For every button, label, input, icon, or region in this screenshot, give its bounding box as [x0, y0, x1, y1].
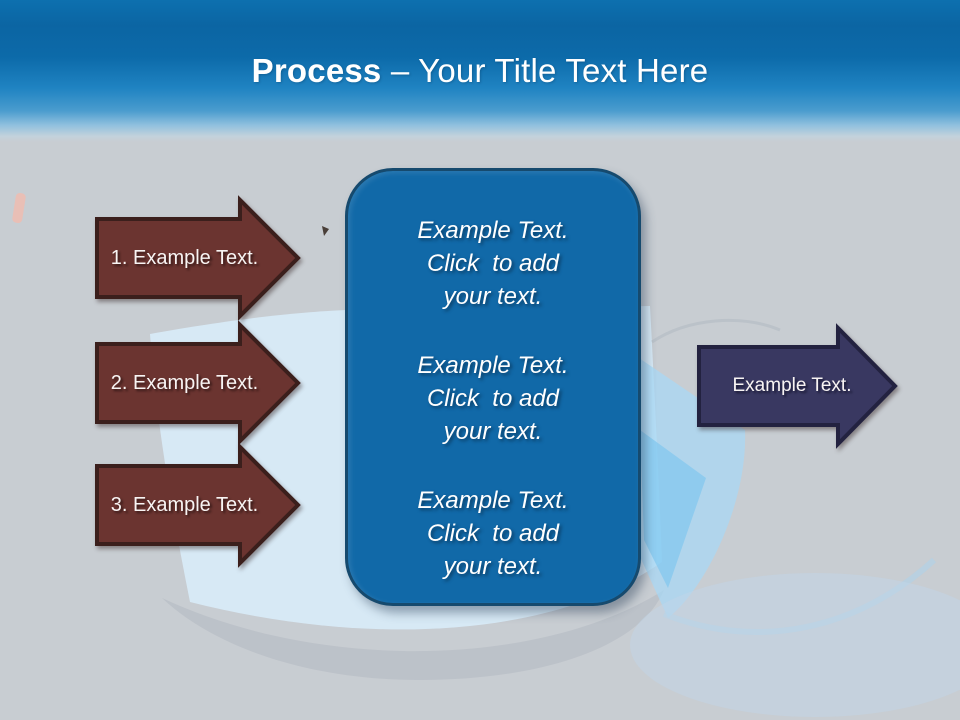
screen-glow-bright [640, 430, 706, 588]
title-rest: – Your Title Text Here [390, 52, 709, 89]
text-line: Click to add [426, 250, 560, 277]
text-line: Example Text. [417, 487, 569, 514]
arrow-1-shape [95, 195, 301, 321]
output-arrow[interactable]: Example Text. [697, 323, 898, 449]
title-bar: Process – Your Title Text Here [0, 0, 960, 142]
text-line: Click to add [426, 520, 560, 547]
text-line: Example Text. [417, 217, 569, 244]
text-block-1: Example Text. Click to add your text. [348, 214, 638, 313]
speck [322, 226, 329, 236]
slide-title[interactable]: Process – Your Title Text Here [0, 52, 960, 90]
process-arrow-2-label: 2. Example Text. [110, 371, 259, 394]
text-line: your text. [443, 418, 543, 445]
process-arrow-1[interactable]: 1. Example Text. [95, 195, 301, 321]
pink-artifact [12, 192, 26, 224]
content-box-text: Example Text. Click to add your text. Ex… [348, 171, 638, 583]
process-arrow-3[interactable]: 3. Example Text. [95, 442, 301, 568]
output-arrow-label: Example Text. [732, 375, 852, 396]
screen-edge-arc [662, 557, 937, 635]
title-emphasis: Process [251, 52, 382, 89]
text-line: your text. [443, 553, 543, 580]
process-arrow-3-label: 3. Example Text. [110, 493, 259, 516]
content-box[interactable]: Example Text. Click to add your text. Ex… [345, 168, 641, 606]
process-arrow-1-label: 1. Example Text. [110, 246, 259, 269]
text-line: Example Text. [417, 352, 569, 379]
text-block-3: Example Text. Click to add your text. [348, 484, 638, 583]
text-block-2: Example Text. Click to add your text. [348, 349, 638, 448]
blue-blob [630, 573, 960, 717]
text-line: Click to add [426, 385, 560, 412]
process-arrow-2[interactable]: 2. Example Text. [95, 320, 301, 446]
text-line: your text. [443, 283, 543, 310]
